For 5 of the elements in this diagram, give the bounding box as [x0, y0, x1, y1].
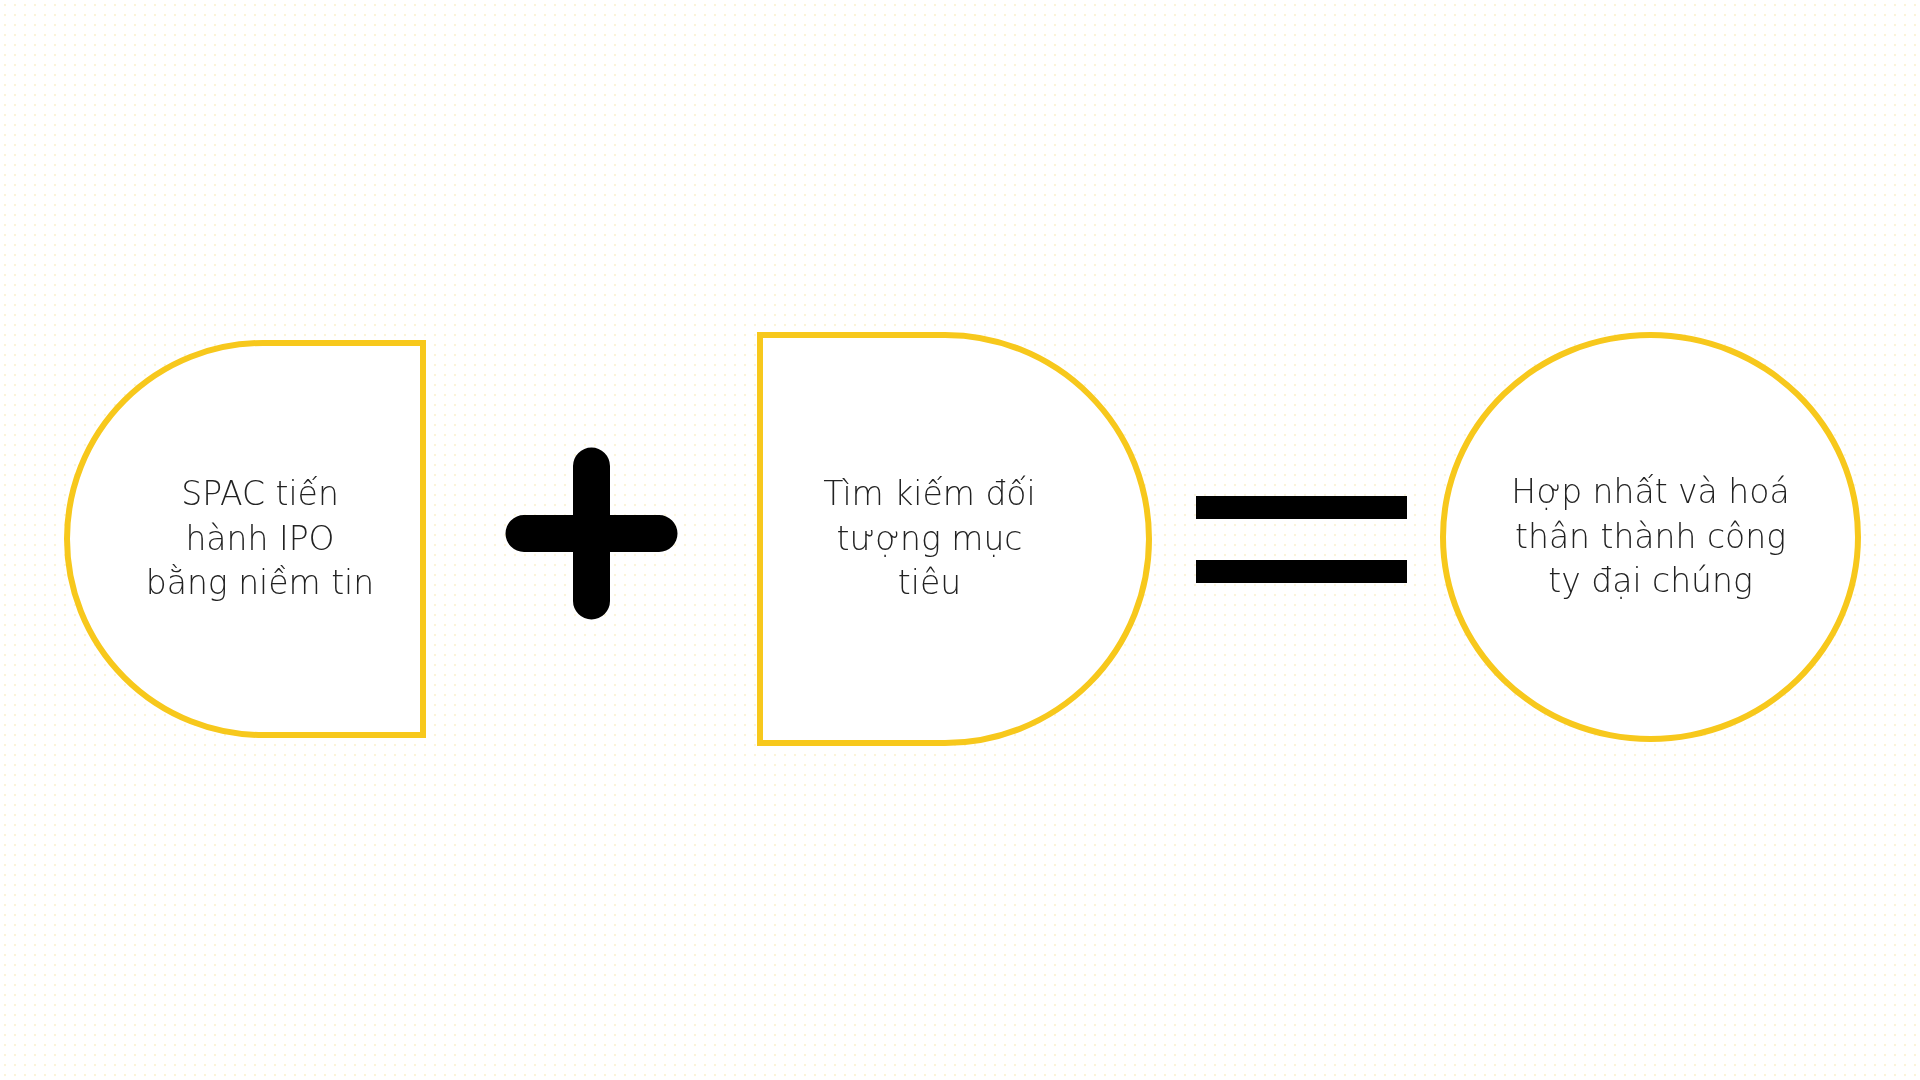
- node-text: SPAC tiến hành IPO bằng niềm tin: [144, 473, 376, 605]
- node-text: Tìm kiếm đối tượng mục tiêu: [822, 473, 1037, 605]
- node-text: Hợp nhất và hoá thân thành công ty đại chúng: [1510, 471, 1791, 603]
- rounded-shape: [64, 340, 426, 738]
- rounded-shape: [757, 332, 1152, 746]
